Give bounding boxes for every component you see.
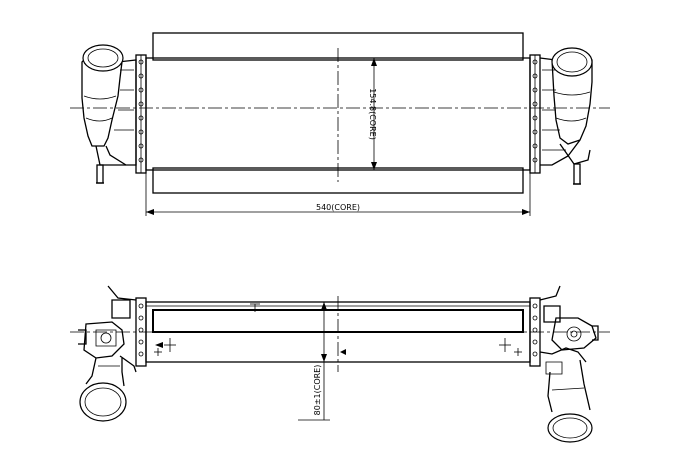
left-inlet-pipe-top bbox=[79, 357, 127, 422]
right-outlet-pipe-top bbox=[547, 359, 593, 443]
core-height-dimension: 154.8(CORE) bbox=[368, 58, 377, 170]
left-inlet-pipe bbox=[81, 44, 137, 184]
top-view: 80±1(CORE) bbox=[70, 285, 610, 443]
core-depth-dimension: 80±1(CORE) bbox=[298, 302, 330, 421]
core-width-label: 540(CORE) bbox=[316, 203, 360, 212]
core-width-dimension: 540(CORE) bbox=[145, 170, 531, 216]
front-view: 154.8(CORE) 540(CORE) bbox=[70, 32, 610, 216]
core-depth-label: 80±1(CORE) bbox=[313, 365, 322, 416]
right-tank-top bbox=[529, 285, 599, 375]
left-end-tank bbox=[135, 54, 147, 174]
mounting-markers bbox=[154, 338, 522, 356]
right-end-tank bbox=[529, 54, 541, 174]
right-outlet-pipe bbox=[539, 47, 593, 185]
left-tank-top bbox=[78, 285, 147, 373]
core-height-label: 154.8(CORE) bbox=[368, 88, 377, 140]
